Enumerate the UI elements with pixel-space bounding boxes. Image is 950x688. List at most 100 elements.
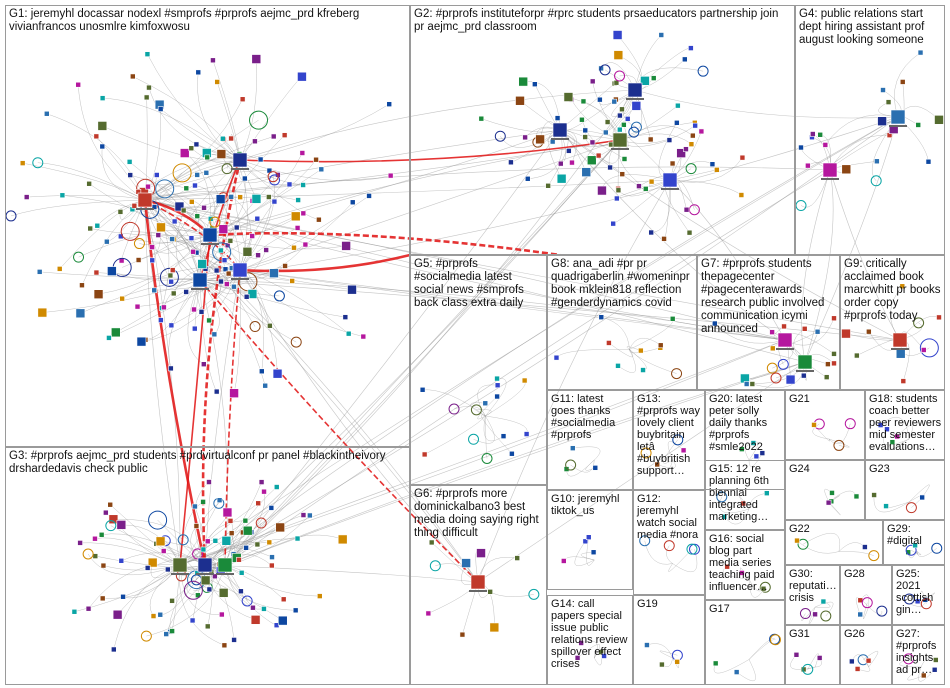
network-node <box>831 351 837 357</box>
network-node <box>227 518 234 524</box>
node-caption <box>611 148 629 150</box>
network-node <box>119 295 125 302</box>
network-node <box>674 120 680 126</box>
network-node <box>316 593 323 599</box>
network-node <box>148 510 168 530</box>
network-node <box>885 99 892 105</box>
network-node <box>638 347 644 354</box>
network-edge <box>103 564 181 571</box>
network-edge <box>199 279 280 297</box>
network-node <box>5 210 17 222</box>
network-node <box>515 95 525 106</box>
network-edge <box>239 89 636 161</box>
network-node <box>770 372 782 384</box>
node-caption <box>191 288 209 290</box>
network-node <box>250 615 261 625</box>
network-edge <box>80 279 201 314</box>
network-edge <box>151 234 211 254</box>
network-edge <box>145 158 241 189</box>
network-edge <box>144 170 270 201</box>
network-node <box>267 171 279 183</box>
network-edge <box>26 195 146 201</box>
network-node <box>108 514 119 525</box>
network-node <box>204 538 211 545</box>
network-edge <box>204 564 479 583</box>
network-node <box>82 548 94 560</box>
network-node <box>143 94 150 101</box>
network-node <box>639 535 651 547</box>
network-node <box>221 535 232 546</box>
network-edge <box>22 162 146 201</box>
network-node <box>508 159 514 166</box>
group-cell-g19: G19 <box>633 595 705 685</box>
network-node <box>155 232 162 238</box>
network-edge <box>629 337 661 350</box>
network-node <box>831 360 837 367</box>
network-node <box>841 164 852 175</box>
network-node <box>905 544 917 556</box>
network-node <box>640 447 652 459</box>
group-label-g9: G9: critically acclaimed book marcwhitt … <box>844 258 941 322</box>
network-node <box>228 194 234 200</box>
network-node <box>630 121 642 133</box>
network-edge <box>204 139 621 566</box>
network-node <box>116 520 127 530</box>
network-edge <box>179 116 899 566</box>
group-cell-g18: G18: students coach better peer reviewer… <box>865 390 945 460</box>
network-node <box>263 247 269 253</box>
network-node <box>552 122 568 138</box>
group-cell-g26: G26 <box>840 625 892 685</box>
network-node <box>688 204 700 216</box>
network-edge <box>714 323 786 344</box>
network-edge <box>422 389 486 417</box>
network-node <box>117 233 124 240</box>
network-edge <box>101 146 146 201</box>
network-node <box>750 440 757 446</box>
network-node <box>168 278 174 285</box>
network-edge <box>130 231 241 271</box>
network-edge <box>657 459 676 469</box>
network-node <box>578 640 584 646</box>
network-node <box>690 132 696 139</box>
network-node <box>99 595 106 602</box>
group-cell-g29: G29: #digital <box>883 520 945 565</box>
network-node <box>200 575 211 586</box>
network-node <box>19 160 26 166</box>
network-node <box>657 342 664 349</box>
network-node <box>85 605 92 612</box>
network-edge <box>204 564 256 621</box>
network-node <box>169 267 176 273</box>
network-edge <box>199 279 346 318</box>
network-edge <box>801 169 831 363</box>
group-cell-g12: G12: jeremyhl watch social media #nora <box>633 490 705 595</box>
network-edge <box>570 459 595 473</box>
network-edge <box>796 540 839 554</box>
network-node <box>481 452 493 464</box>
network-edge <box>204 116 899 566</box>
network-edge <box>477 396 498 420</box>
network-edge <box>98 234 211 295</box>
network-node <box>192 548 204 560</box>
network-edge <box>81 199 146 286</box>
network-node <box>709 161 716 168</box>
network-node <box>920 598 932 610</box>
network-node <box>280 596 287 603</box>
network-node <box>229 388 239 399</box>
network-node <box>686 543 698 555</box>
network-edge <box>80 542 181 566</box>
network-node <box>615 187 622 194</box>
network-node <box>155 536 166 547</box>
network-edge <box>719 496 750 514</box>
network-node <box>877 116 887 126</box>
network-node <box>781 323 787 330</box>
group-cell-g17: G17 <box>705 600 785 685</box>
network-node <box>659 661 665 668</box>
network-node <box>619 106 625 113</box>
network-node <box>716 491 728 503</box>
network-edge <box>802 532 841 552</box>
network-node <box>216 497 223 504</box>
network-node <box>342 314 349 320</box>
group-label-g8: G8: ana_adi #pr pr quadrigaberlin #women… <box>551 258 690 309</box>
network-node <box>126 159 133 165</box>
network-edge <box>78 229 211 258</box>
